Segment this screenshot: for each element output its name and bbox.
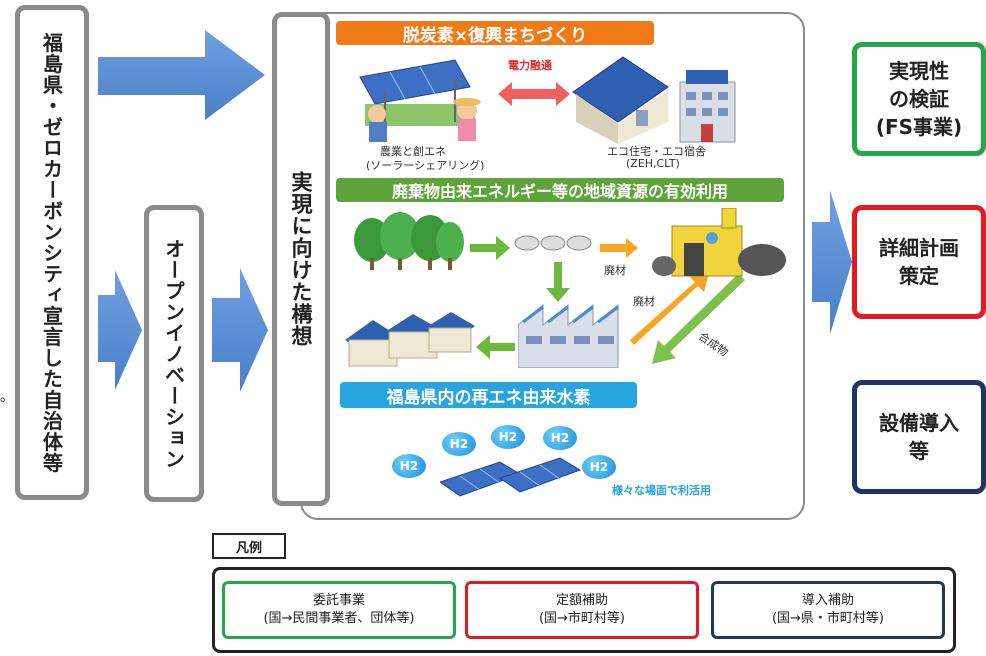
h2-usage-label: 様々な場面で利活用 [612, 484, 711, 497]
agri-illustration [359, 59, 481, 142]
section3-banner: 福島県内の再エネ由来水素 [340, 382, 637, 408]
h2-bubble-2: H2 [491, 425, 525, 449]
houses-illustration [345, 312, 475, 367]
section2-arrows [470, 236, 745, 364]
h2-bubble-4: H2 [392, 454, 426, 478]
legend-label: 凡例 [235, 540, 262, 556]
legend-item-2-line1: 定額補助 [555, 593, 608, 608]
legend-item-1-line2: (国→民間事業者、団体等) [263, 611, 415, 626]
open-innovation-box: オープンイノベーション [144, 205, 204, 502]
agri-sub: (ソーラーシェアリング) [366, 159, 485, 172]
h2-bubble-3: H2 [543, 426, 577, 450]
legend-item-install-subsidy: 導入補助 (国→県・市町村等) [711, 581, 945, 639]
power-exchange-arrow [498, 82, 570, 106]
outcome-fs-study: 実現性 の検証 (FS事業) [852, 42, 986, 156]
open-innovation-text: オープンイノベーション [161, 238, 186, 469]
legend-item-fixed-subsidy: 定額補助 (国→市町村等) [465, 581, 699, 639]
outcome-detailed-plan: 詳細計画 策定 [852, 205, 986, 319]
legend-item-3-line1: 導入補助 [801, 593, 854, 608]
zero-carbon-city-text: 福島県・ゼロカーボンシティ宣言した自治体等 [39, 32, 64, 473]
zero-carbon-city-box: 福島県・ゼロカーボンシティ宣言した自治体等 [15, 5, 89, 500]
forest-illustration [354, 212, 464, 270]
section1-banner: 脱炭素×復興まちづくり [336, 21, 654, 46]
arrow-top [98, 30, 265, 120]
stray-dot: 。 [0, 389, 14, 405]
waste-label-1: 廃材 [604, 264, 626, 277]
arrow-left-mid [98, 270, 142, 390]
arrow-right [812, 190, 852, 334]
outcome-equip-line1: 設備導入 [879, 411, 959, 435]
solar-array-illustration [440, 457, 582, 497]
outcome-fs-line3: (FS事業) [875, 115, 963, 139]
concept-box: 実現に向けた構想 [272, 12, 330, 506]
outcome-equipment: 設備導入 等 [852, 380, 986, 494]
eco-house-illustration [572, 56, 736, 144]
outcome-equip-line2: 等 [909, 439, 929, 463]
legend-item-consignment: 委託事業 (国→民間事業者、団体等) [222, 581, 456, 639]
plant-illustration [652, 208, 786, 277]
outcome-fs-line1: 実現性 [889, 59, 949, 83]
power-exchange-label: 電力融通 [508, 59, 552, 72]
legend-item-3-line2: (国→県・市町村等) [771, 611, 885, 626]
legend-item-1-line1: 委託事業 [312, 593, 365, 608]
outcome-fs-line2: の検証 [889, 87, 949, 111]
arrow-mid [212, 268, 268, 392]
section2-banner: 廃棄物由来エネルギー等の地域資源の有効利用 [336, 178, 784, 202]
agri-label: 農業と創エネ [380, 145, 446, 158]
concept-text: 実現に向けた構想 [289, 171, 313, 347]
h2-bubble-1: H2 [442, 432, 476, 456]
eco-label: エコ住宅・エコ宿舎 [607, 145, 706, 158]
outcome-plan-line1: 詳細計画 [879, 236, 959, 260]
factory-illustration [518, 303, 619, 368]
waste-label-2: 廃材 [633, 295, 655, 308]
legend-tab: 凡例 [212, 533, 286, 559]
h2-bubble-5: H2 [582, 455, 616, 479]
log-illustration [514, 235, 592, 251]
legend-item-2-line2: (国→市町村等) [538, 611, 626, 626]
eco-sub: (ZEH,CLT) [626, 157, 680, 170]
outcome-plan-line2: 策定 [899, 264, 939, 288]
